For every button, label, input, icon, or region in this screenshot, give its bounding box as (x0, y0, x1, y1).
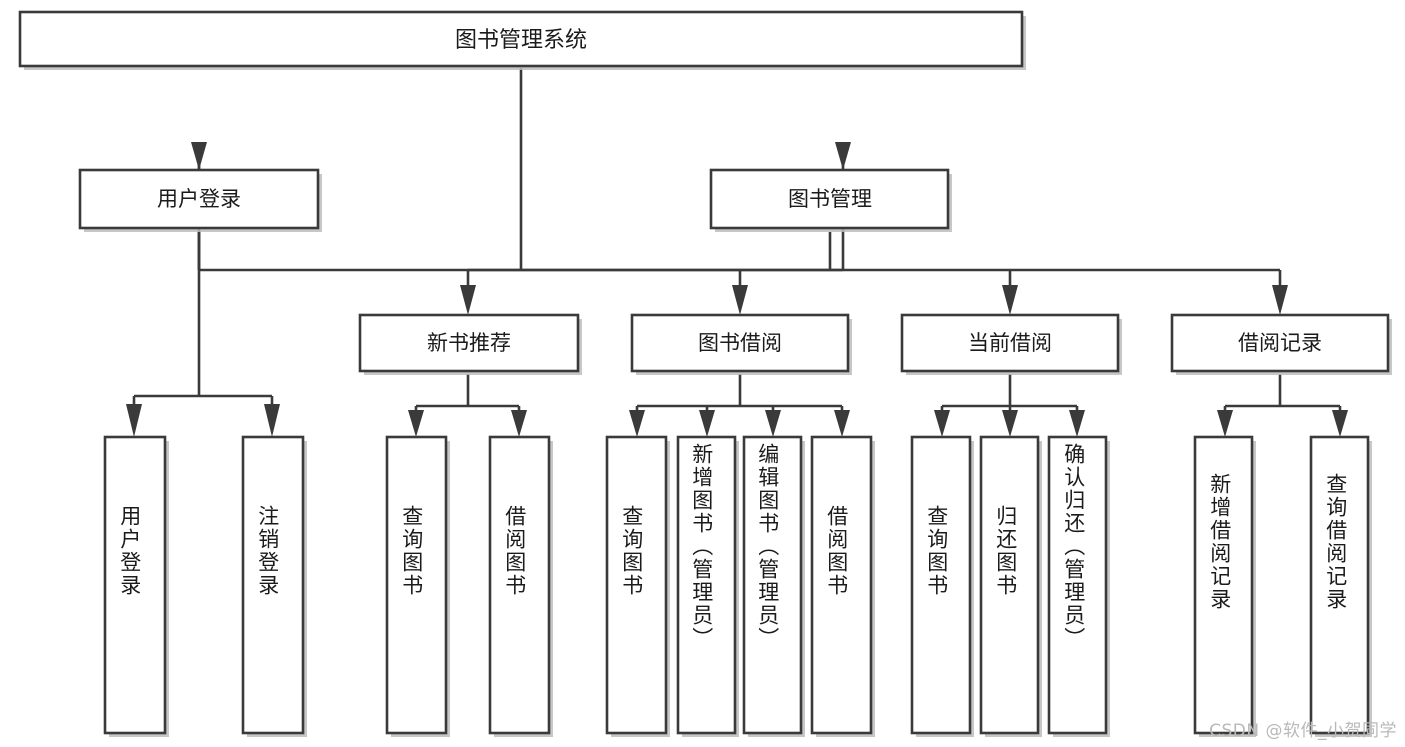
arrowhead-bb-leaf-1 (629, 410, 645, 437)
node-user-login[interactable]: 用户登录 (78, 168, 322, 232)
node-user-login-label: 用户登录 (157, 187, 241, 211)
node-current-borrow-label: 当前借阅 (968, 331, 1052, 355)
node-borrow-record-rect (1170, 313, 1390, 373)
edge-group-user-login-to-leaves (126, 232, 280, 437)
leaf-user-login-rect[interactable] (103, 435, 167, 735)
node-book-manage-label: 图书管理 (788, 187, 872, 211)
leaf-bb-2-rect[interactable] (676, 435, 737, 735)
edge-group-book-borrow-to-leaves (629, 374, 850, 437)
arrowhead-book-manage (835, 142, 851, 170)
arrowhead-nb-leaf-2 (511, 410, 527, 437)
node-root-rect (18, 10, 1024, 68)
node-book-manage[interactable]: 图书管理 (709, 168, 952, 232)
arrowhead-bb-leaf-2 (699, 410, 715, 437)
leaf-nb-2-rect[interactable] (488, 435, 551, 735)
node-new-book-recommend[interactable]: 新书推荐 (358, 313, 582, 375)
edge-group-borrow-record-to-leaves (1217, 374, 1348, 437)
leaf-group-current-borrow (910, 435, 1110, 737)
leaf-cb-1-rect[interactable] (910, 435, 972, 735)
arrowhead-new-book (460, 285, 476, 315)
edge-group-book-manage-to-level2 (460, 232, 1288, 315)
node-current-borrow[interactable]: 当前借阅 (900, 313, 1122, 375)
arrowhead-leaf-user-login (126, 404, 142, 437)
leaf-bb-4-rect[interactable] (810, 435, 873, 735)
node-borrow-record-label: 借阅记录 (1238, 331, 1322, 355)
arrowhead-nb-leaf-1 (408, 410, 424, 437)
arrowhead-borrow-record (1272, 285, 1288, 315)
leaf-cb-3-rect[interactable] (1047, 435, 1108, 735)
arrowhead-current-borrow (1002, 285, 1018, 315)
leaf-bb-1-rect[interactable] (605, 435, 668, 735)
arrowhead-br-leaf-2 (1332, 410, 1348, 437)
arrowhead-bb-leaf-3 (765, 410, 781, 437)
node-book-manage-rect (709, 168, 950, 230)
leaf-bb-3-rect[interactable] (742, 435, 803, 735)
arrowhead-bb-leaf-4 (834, 410, 850, 437)
node-root-label: 图书管理系统 (455, 28, 587, 53)
arrowhead-book-borrow (732, 285, 748, 315)
node-root[interactable]: 图书管理系统 (18, 10, 1026, 70)
edge-group-new-book-to-leaves (408, 374, 527, 437)
arrowhead-leaf-logout (264, 404, 280, 437)
arrowhead-cb-leaf-3 (1069, 410, 1085, 437)
arrowhead-cb-leaf-2 (1002, 410, 1018, 437)
node-new-book-label: 新书推荐 (427, 331, 511, 355)
node-user-login-rect (78, 168, 320, 230)
csdn-watermark: CSDN @软件_小贺同学 (1209, 721, 1397, 741)
arrowhead-user-login (191, 142, 207, 170)
node-book-borrow-rect (630, 313, 850, 373)
leaf-group-borrow-record (1193, 435, 1372, 737)
node-book-borrow[interactable]: 图书借阅 (630, 313, 852, 375)
leaf-logout-rect[interactable] (241, 435, 305, 735)
node-new-book-rect (358, 313, 580, 373)
leaf-nb-1-rect[interactable] (385, 435, 448, 735)
node-current-borrow-rect (900, 313, 1120, 373)
arrowhead-cb-leaf-1 (934, 410, 950, 437)
leaf-cb-2-rect[interactable] (979, 435, 1040, 735)
leaf-br-2-rect[interactable] (1309, 435, 1370, 735)
arrowhead-br-leaf-1 (1217, 410, 1233, 437)
leaf-group-new-book-recommend (385, 435, 553, 737)
leaf-br-1-rect[interactable] (1193, 435, 1254, 735)
node-book-borrow-label: 图书借阅 (698, 331, 782, 355)
node-borrow-record[interactable]: 借阅记录 (1170, 313, 1392, 375)
edge-group-current-borrow-to-leaves (934, 374, 1085, 437)
leaf-group-book-borrow (605, 435, 875, 737)
leaf-group-user-login (103, 435, 307, 737)
